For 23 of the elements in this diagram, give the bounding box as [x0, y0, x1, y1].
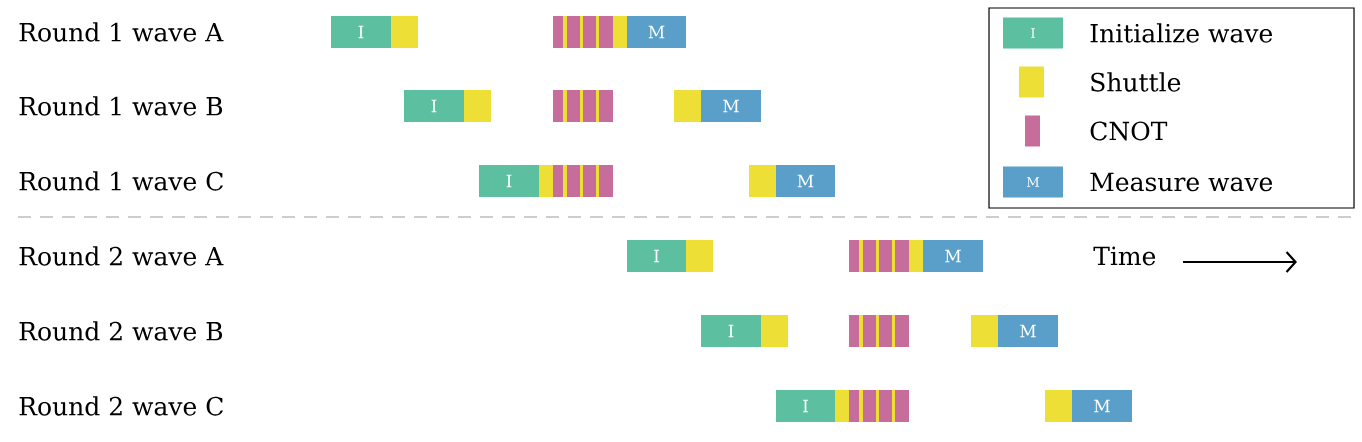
initialize-block: I: [331, 16, 391, 48]
axis-label: Time: [1093, 246, 1156, 266]
legend-label: Measure wave: [1090, 172, 1273, 192]
initialize-block: I: [776, 390, 835, 422]
measure-block: M: [701, 90, 761, 122]
measure-block: M: [923, 240, 983, 272]
legend-label: CNOT: [1090, 121, 1168, 141]
initialize-block: I: [404, 90, 464, 122]
row-label: Round 2 wave B: [19, 321, 223, 341]
legend-label: Shuttle: [1091, 72, 1181, 92]
legend-label: Initialize wave: [1090, 23, 1272, 43]
initialize-block: I: [627, 240, 686, 272]
row-label: Round 1 wave B: [19, 96, 223, 116]
row-label: Round 1 wave C: [19, 171, 223, 191]
measure-block: M: [998, 315, 1058, 347]
measure-block: M: [776, 165, 835, 197]
measure-block: M: [627, 16, 686, 48]
initialize-block: I: [701, 315, 761, 347]
measure-block: M: [1072, 390, 1132, 422]
row-label: Round 1 wave A: [19, 22, 224, 42]
initialize-block: I: [479, 165, 539, 197]
row-label: Round 2 wave C: [19, 396, 223, 416]
row-label: Round 2 wave A: [19, 246, 224, 266]
